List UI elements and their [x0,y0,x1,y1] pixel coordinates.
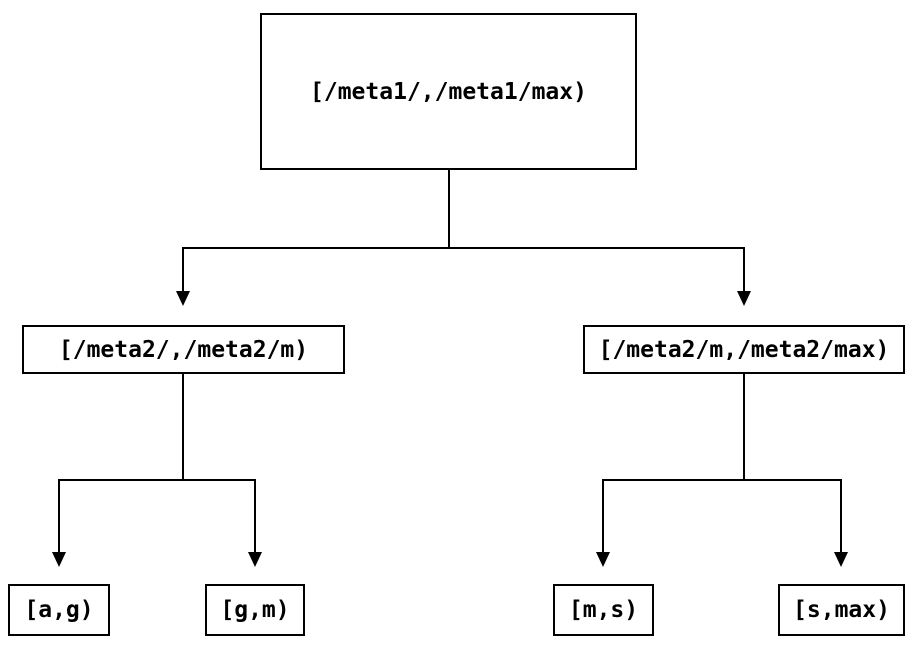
edge-drop-to-leaf-gm [254,479,256,553]
node-root: [/meta1/,/meta1/max) [260,13,637,170]
node-leaf-ag-label: [a,g) [24,597,94,623]
edge-drop-to-leaf-smax [840,479,842,553]
node-leaf-smax: [s,max) [778,584,905,636]
arrowhead-icon [596,552,610,567]
node-leaf-ms: [m,s) [553,584,654,636]
edge-drop-to-left-node [182,247,184,291]
edge-root-stem [448,170,450,249]
arrowhead-icon [834,552,848,567]
arrowhead-icon [248,552,262,567]
node-leaf-gm: [g,m) [205,584,305,636]
edge-drop-to-leaf-ms [602,479,604,553]
node-leaf-gm-label: [g,m) [220,597,290,623]
edge-right-stem [743,374,745,480]
edge-drop-to-leaf-ag [58,479,60,553]
node-leaf-ms-label: [m,s) [568,597,639,623]
arrowhead-icon [52,552,66,567]
node-meta2-right: [/meta2/m,/meta2/max) [583,325,905,374]
node-root-label: [/meta1/,/meta1/max) [310,78,587,105]
edge-drop-to-right-node [743,247,745,291]
node-leaf-ag: [a,g) [8,584,110,636]
node-leaf-smax-label: [s,max) [793,597,890,623]
node-meta2-left-label: [/meta2/,/meta2/m) [58,336,309,363]
edge-left-stem [182,374,184,480]
edge-right-crossbar [602,479,842,481]
arrowhead-icon [737,291,751,306]
node-meta2-left: [/meta2/,/meta2/m) [22,325,345,374]
arrowhead-icon [176,291,190,306]
edge-left-crossbar [58,479,256,481]
edge-level1-crossbar [182,247,745,249]
node-meta2-right-label: [/meta2/m,/meta2/max) [598,336,890,363]
